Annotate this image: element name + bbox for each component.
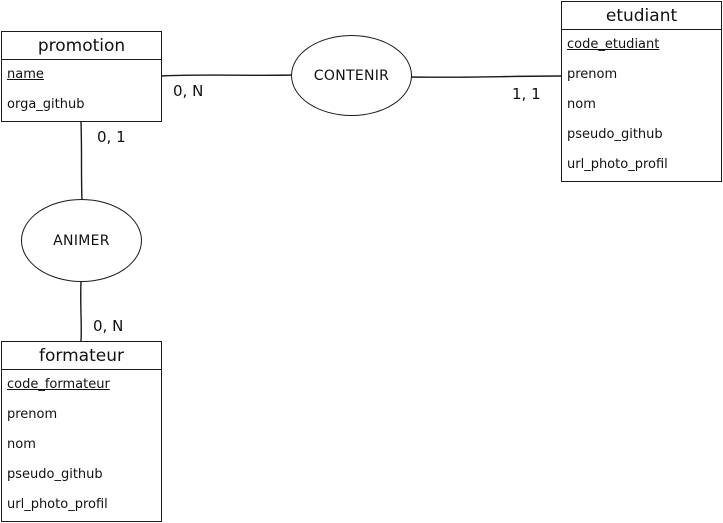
link-promotion-animer	[80, 121, 83, 201]
link-animer-formateur	[80, 281, 82, 342]
attribute: url_photo_profil	[7, 497, 108, 512]
attribute: orga_github	[7, 97, 85, 112]
attribute: nom	[567, 97, 596, 112]
cardinality-promotion-animer: 0, 1	[97, 128, 126, 146]
entity-title: promotion	[2, 32, 161, 60]
primary-key-attribute: code_formateur	[7, 377, 110, 392]
attribute: prenom	[567, 67, 618, 82]
cardinality-promotion-contenir: 0, N	[173, 82, 204, 100]
entity-promotion[interactable]: promotion name orga_github	[1, 31, 162, 122]
entity-formateur[interactable]: formateur code_formateur prenom nom pseu…	[1, 341, 162, 522]
link-contenir-etudiant	[410, 75, 562, 78]
attribute: prenom	[7, 407, 58, 422]
association-label: CONTENIR	[313, 67, 390, 84]
primary-key-attribute: name	[7, 67, 44, 82]
attribute: url_photo_profil	[567, 157, 668, 172]
association-animer[interactable]: ANIMER	[21, 199, 142, 282]
link-promotion-contenir	[161, 74, 293, 77]
association-label: ANIMER	[53, 232, 110, 249]
entity-title: etudiant	[562, 2, 721, 30]
cardinality-formateur-animer: 0, N	[93, 317, 124, 335]
association-contenir[interactable]: CONTENIR	[291, 35, 412, 116]
attribute: pseudo_github	[7, 467, 103, 482]
cardinality-etudiant-contenir: 1, 1	[512, 85, 541, 103]
entity-title: formateur	[2, 342, 161, 370]
entity-etudiant[interactable]: etudiant code_etudiant prenom nom pseudo…	[561, 1, 722, 182]
attribute: nom	[7, 437, 36, 452]
primary-key-attribute: code_etudiant	[567, 37, 660, 52]
attribute: pseudo_github	[567, 127, 663, 142]
